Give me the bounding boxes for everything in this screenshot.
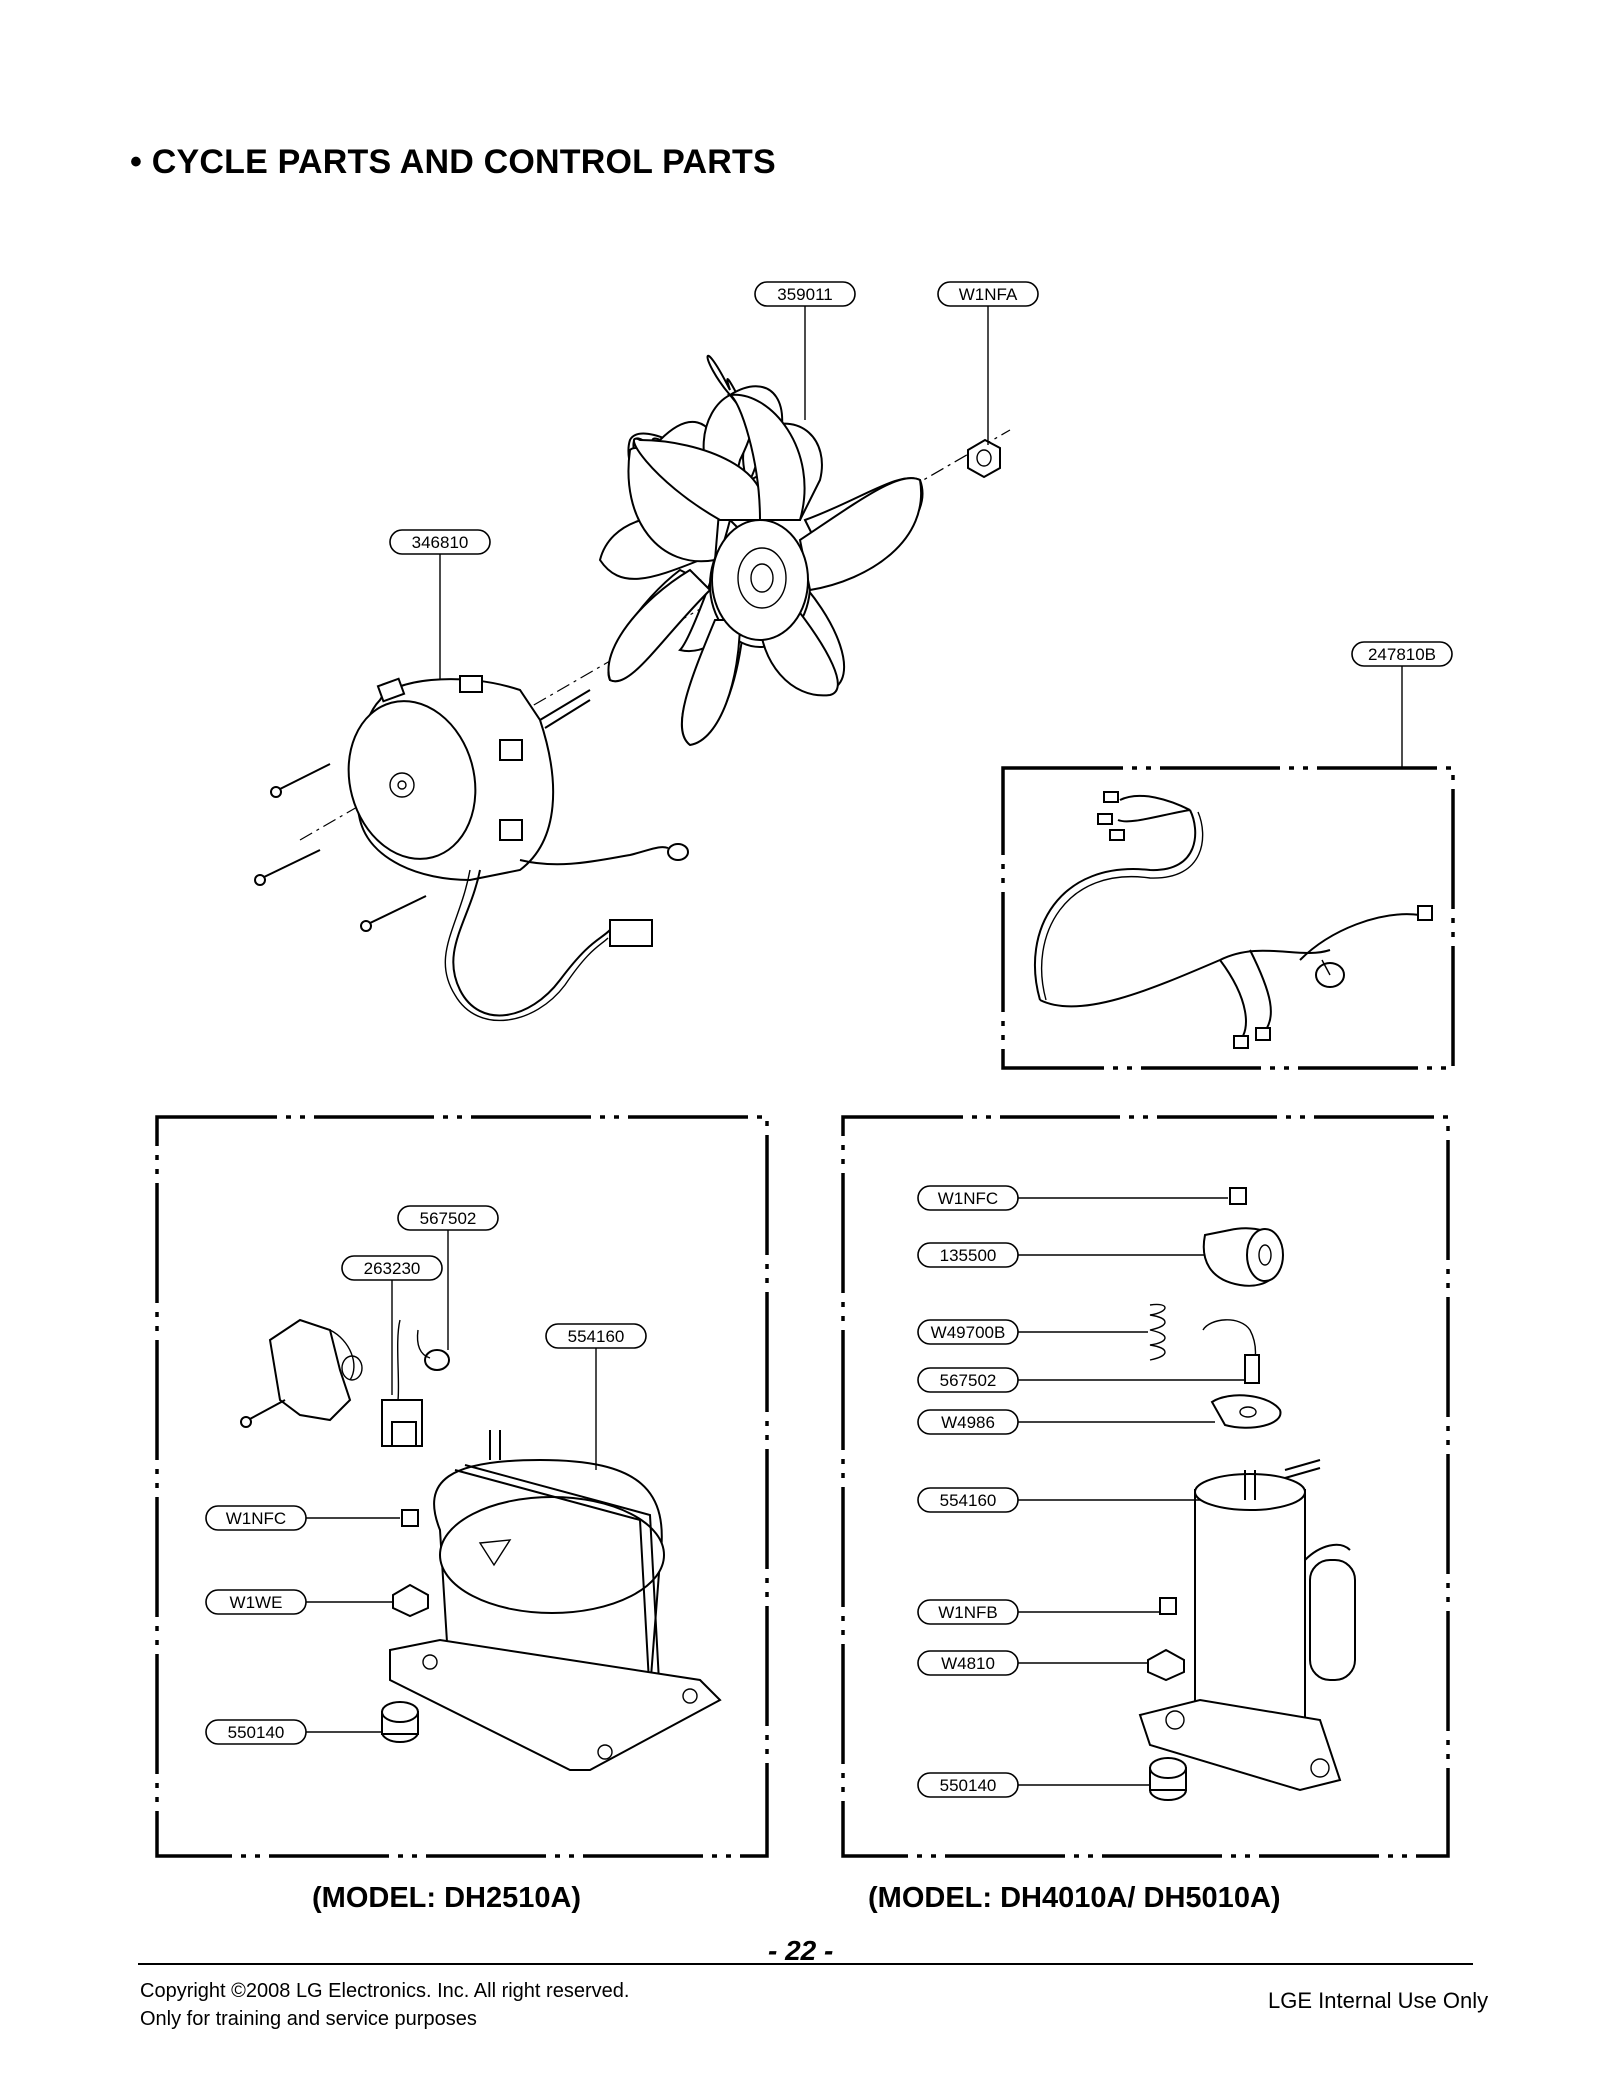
svg-text:W49700B: W49700B [931,1323,1006,1342]
svg-text:567502: 567502 [420,1209,477,1228]
svg-text:346810: 346810 [412,533,469,552]
callout-right-135500: 135500 [917,1242,1019,1268]
callout-right-550140: 550140 [917,1772,1019,1798]
model-caption-right: (MODEL: DH4010A/ DH5010A) [868,1882,1281,1914]
svg-text:W1NFB: W1NFB [938,1603,998,1622]
callout-left-554160: 554160 [545,1323,647,1349]
svg-text:567502: 567502 [940,1371,997,1390]
page-heading: • CYCLE PARTS AND CONTROL PARTS [130,143,776,181]
callout-right-567502: 567502 [917,1367,1019,1393]
compressor-left-frame [155,1115,769,1858]
training-note: Only for training and service purposes [140,2008,477,2030]
page-number: - 22 - [768,1935,834,1966]
svg-text:554160: 554160 [940,1491,997,1510]
control-harness-frame [1001,766,1455,1070]
nut-part [967,438,1001,479]
callout-w1nfa: W1NFA [937,281,1039,307]
svg-text:W1NFC: W1NFC [226,1509,286,1528]
callout-right-w49700b: W49700B [917,1319,1019,1345]
callout-359011: 359011 [754,281,856,307]
svg-text:554160: 554160 [568,1327,625,1346]
callout-left-263230: 263230 [341,1255,443,1281]
callout-247810b: 247810B [1351,641,1453,667]
svg-text:550140: 550140 [940,1776,997,1795]
model-caption-left: (MODEL: DH2510A) [312,1882,582,1914]
svg-text:W4810: W4810 [941,1654,995,1673]
svg-text:W1NFC: W1NFC [938,1189,998,1208]
svg-text:135500: 135500 [940,1246,997,1265]
svg-text:W1NFA: W1NFA [959,285,1018,304]
svg-text:W4986: W4986 [941,1413,995,1432]
svg-text:263230: 263230 [364,1259,421,1278]
callout-left-w1nfc: W1NFC [205,1505,307,1531]
callout-right-w4986: W4986 [917,1409,1019,1435]
fan-motor-part [347,675,591,882]
callout-right-554160: 554160 [917,1487,1019,1513]
callout-left-w1we: W1WE [205,1589,307,1615]
svg-text:W1WE: W1WE [230,1593,283,1612]
svg-text:247810B: 247810B [1368,645,1436,664]
screw-parts [254,763,427,932]
callout-right-w4810: W4810 [917,1650,1019,1676]
internal-use-note: LGE Internal Use Only [1268,1988,1489,2013]
svg-text:359011: 359011 [777,285,832,304]
callout-346810: 346810 [389,529,491,555]
callout-leaders [306,305,1403,1786]
callout-right-w1nfb: W1NFB [917,1599,1019,1625]
footer-divider [138,1963,1473,1965]
callout-labels: 359011 W1NFA 346810 247810B 567502 26323… [205,281,1453,1798]
callout-left-567502: 567502 [397,1205,499,1231]
callout-left-550140: 550140 [205,1719,307,1745]
fan-motor-group [254,354,1011,1022]
copyright-text: Copyright ©2008 LG Electronics. Inc. All… [140,1980,630,2002]
callout-right-w1nfc: W1NFC [917,1185,1019,1211]
svg-text:550140: 550140 [228,1723,285,1742]
compressor-right-frame [841,1115,1450,1858]
